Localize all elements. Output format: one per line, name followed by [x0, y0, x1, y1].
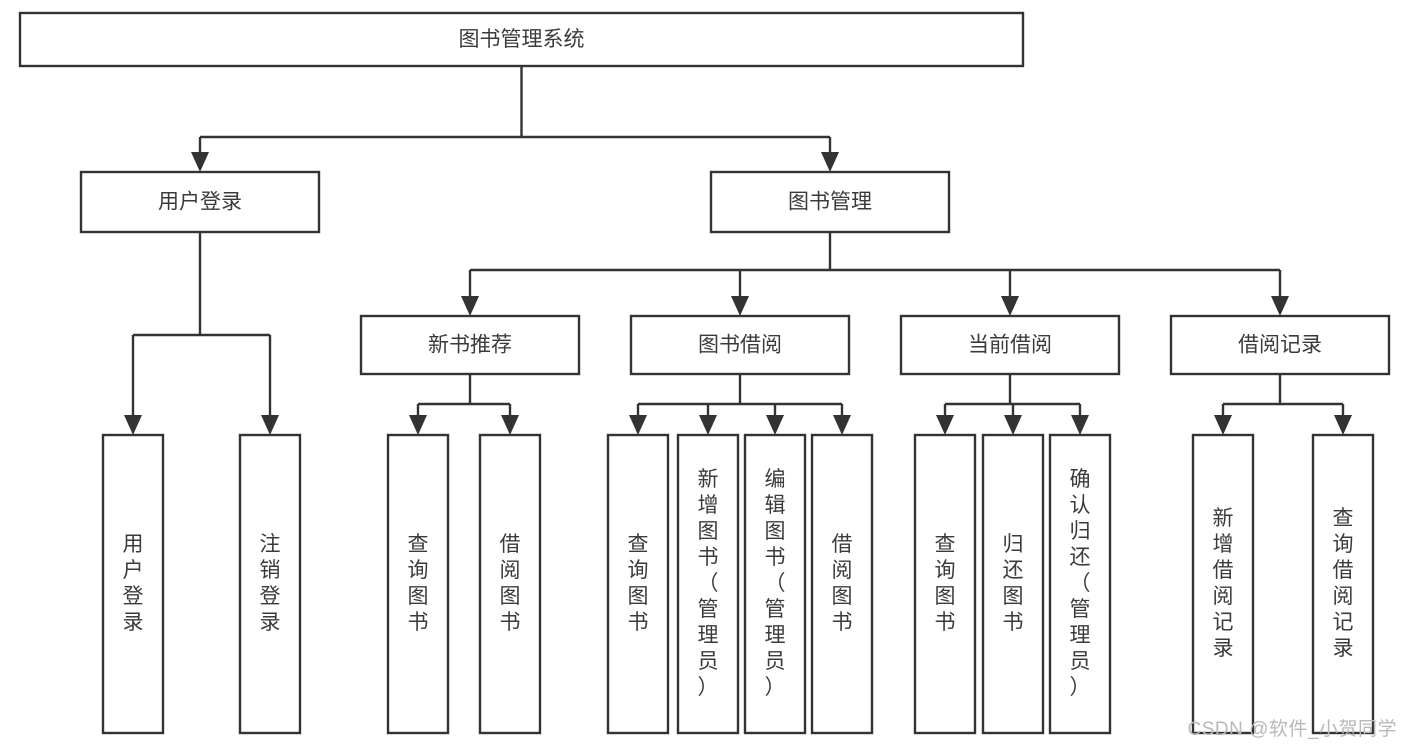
level2-node-box	[359, 314, 581, 376]
arrow-head-icon	[1071, 415, 1089, 435]
leaf-node-box	[810, 433, 874, 735]
level1-node-2[interactable]: 图书管理	[709, 170, 951, 234]
arrow-head-icon	[766, 415, 784, 435]
arrow-head-icon	[833, 415, 851, 435]
leaf-node-label: 确认归还（管理员）	[1070, 468, 1091, 699]
arrow-head-icon	[1214, 415, 1232, 435]
leaf-node-label: 注销登录	[260, 533, 281, 634]
leaf-node-box	[238, 433, 302, 735]
leaf-node-box	[101, 433, 165, 735]
connector-layer	[124, 66, 1352, 435]
arrow-head-icon	[699, 415, 717, 435]
leaf-node-1[interactable]: 用户登录	[101, 433, 165, 735]
leaf-node-10[interactable]: 归还图书	[981, 433, 1045, 735]
leaf-node-box	[1311, 433, 1375, 735]
leaf-node-label: 查询图书	[935, 533, 956, 634]
level2-node-3[interactable]: 当前借阅	[899, 314, 1121, 376]
leaf-node-box	[1048, 433, 1112, 735]
level1-node-1[interactable]: 用户登录	[79, 170, 321, 234]
arrow-head-icon	[731, 296, 749, 316]
leaf-node-9[interactable]: 查询图书	[913, 433, 977, 735]
level2-node-box	[629, 314, 851, 376]
leaf-node-7[interactable]: 编辑图书（管理员）	[743, 433, 807, 735]
arrow-head-icon	[1271, 296, 1289, 316]
leaf-node-6[interactable]: 新增图书（管理员）	[676, 433, 740, 735]
leaf-node-2[interactable]: 注销登录	[238, 433, 302, 735]
level1-node-box	[79, 170, 321, 234]
leaf-node-box	[743, 433, 807, 735]
level2-node-label: 当前借阅	[968, 334, 1052, 357]
leaf-node-3[interactable]: 查询图书	[386, 433, 450, 735]
leaf-node-label: 编辑图书（管理员）	[765, 468, 786, 699]
leaf-node-box	[606, 433, 670, 735]
level1-node-box	[709, 170, 951, 234]
leaf-node-label: 用户登录	[123, 533, 144, 634]
root-node-label: 图书管理系统	[459, 28, 585, 51]
level2-node-box	[899, 314, 1121, 376]
arrow-head-icon	[191, 152, 209, 172]
leaf-node-13[interactable]: 查询借阅记录	[1311, 433, 1375, 735]
leaf-node-box	[386, 433, 450, 735]
arrow-head-icon	[124, 415, 142, 435]
leaf-node-box	[981, 433, 1045, 735]
root-node-box	[18, 11, 1025, 68]
leaf-node-label: 归还图书	[1003, 533, 1024, 634]
leaf-node-8[interactable]: 借阅图书	[810, 433, 874, 735]
leaf-node-box	[676, 433, 740, 735]
node-layer: 图书管理系统用户登录图书管理新书推荐图书借阅当前借阅借阅记录用户登录注销登录查询…	[18, 11, 1391, 735]
level1-node-label: 用户登录	[158, 191, 242, 214]
leaf-node-4[interactable]: 借阅图书	[478, 433, 542, 735]
arrow-head-icon	[261, 415, 279, 435]
arrow-head-icon	[409, 415, 427, 435]
leaf-node-12[interactable]: 新增借阅记录	[1191, 433, 1255, 735]
level2-node-label: 图书借阅	[698, 334, 782, 357]
arrow-head-icon	[936, 415, 954, 435]
level2-node-2[interactable]: 图书借阅	[629, 314, 851, 376]
leaf-node-label: 借阅图书	[832, 533, 853, 634]
arrow-head-icon	[1001, 296, 1019, 316]
leaf-node-5[interactable]: 查询图书	[606, 433, 670, 735]
level2-node-1[interactable]: 新书推荐	[359, 314, 581, 376]
level2-node-label: 新书推荐	[428, 334, 512, 357]
leaf-node-box	[1191, 433, 1255, 735]
leaf-node-label: 查询借阅记录	[1333, 507, 1354, 660]
arrow-head-icon	[461, 296, 479, 316]
leaf-node-label: 查询图书	[628, 533, 649, 634]
leaf-node-box	[913, 433, 977, 735]
arrow-head-icon	[1004, 415, 1022, 435]
level2-node-4[interactable]: 借阅记录	[1169, 314, 1391, 376]
leaf-node-label: 查询图书	[408, 533, 429, 634]
arrow-head-icon	[629, 415, 647, 435]
leaf-node-label: 新增图书（管理员）	[698, 468, 719, 699]
level2-node-box	[1169, 314, 1391, 376]
leaf-node-box	[478, 433, 542, 735]
level1-node-label: 图书管理	[788, 191, 872, 214]
level2-node-label: 借阅记录	[1238, 334, 1322, 357]
leaf-node-label: 新增借阅记录	[1213, 507, 1234, 660]
leaf-node-label: 借阅图书	[500, 533, 521, 634]
arrow-head-icon	[821, 152, 839, 172]
arrow-head-icon	[501, 415, 519, 435]
leaf-node-11[interactable]: 确认归还（管理员）	[1048, 433, 1112, 735]
arrow-head-icon	[1334, 415, 1352, 435]
root-node-1[interactable]: 图书管理系统	[18, 11, 1025, 68]
